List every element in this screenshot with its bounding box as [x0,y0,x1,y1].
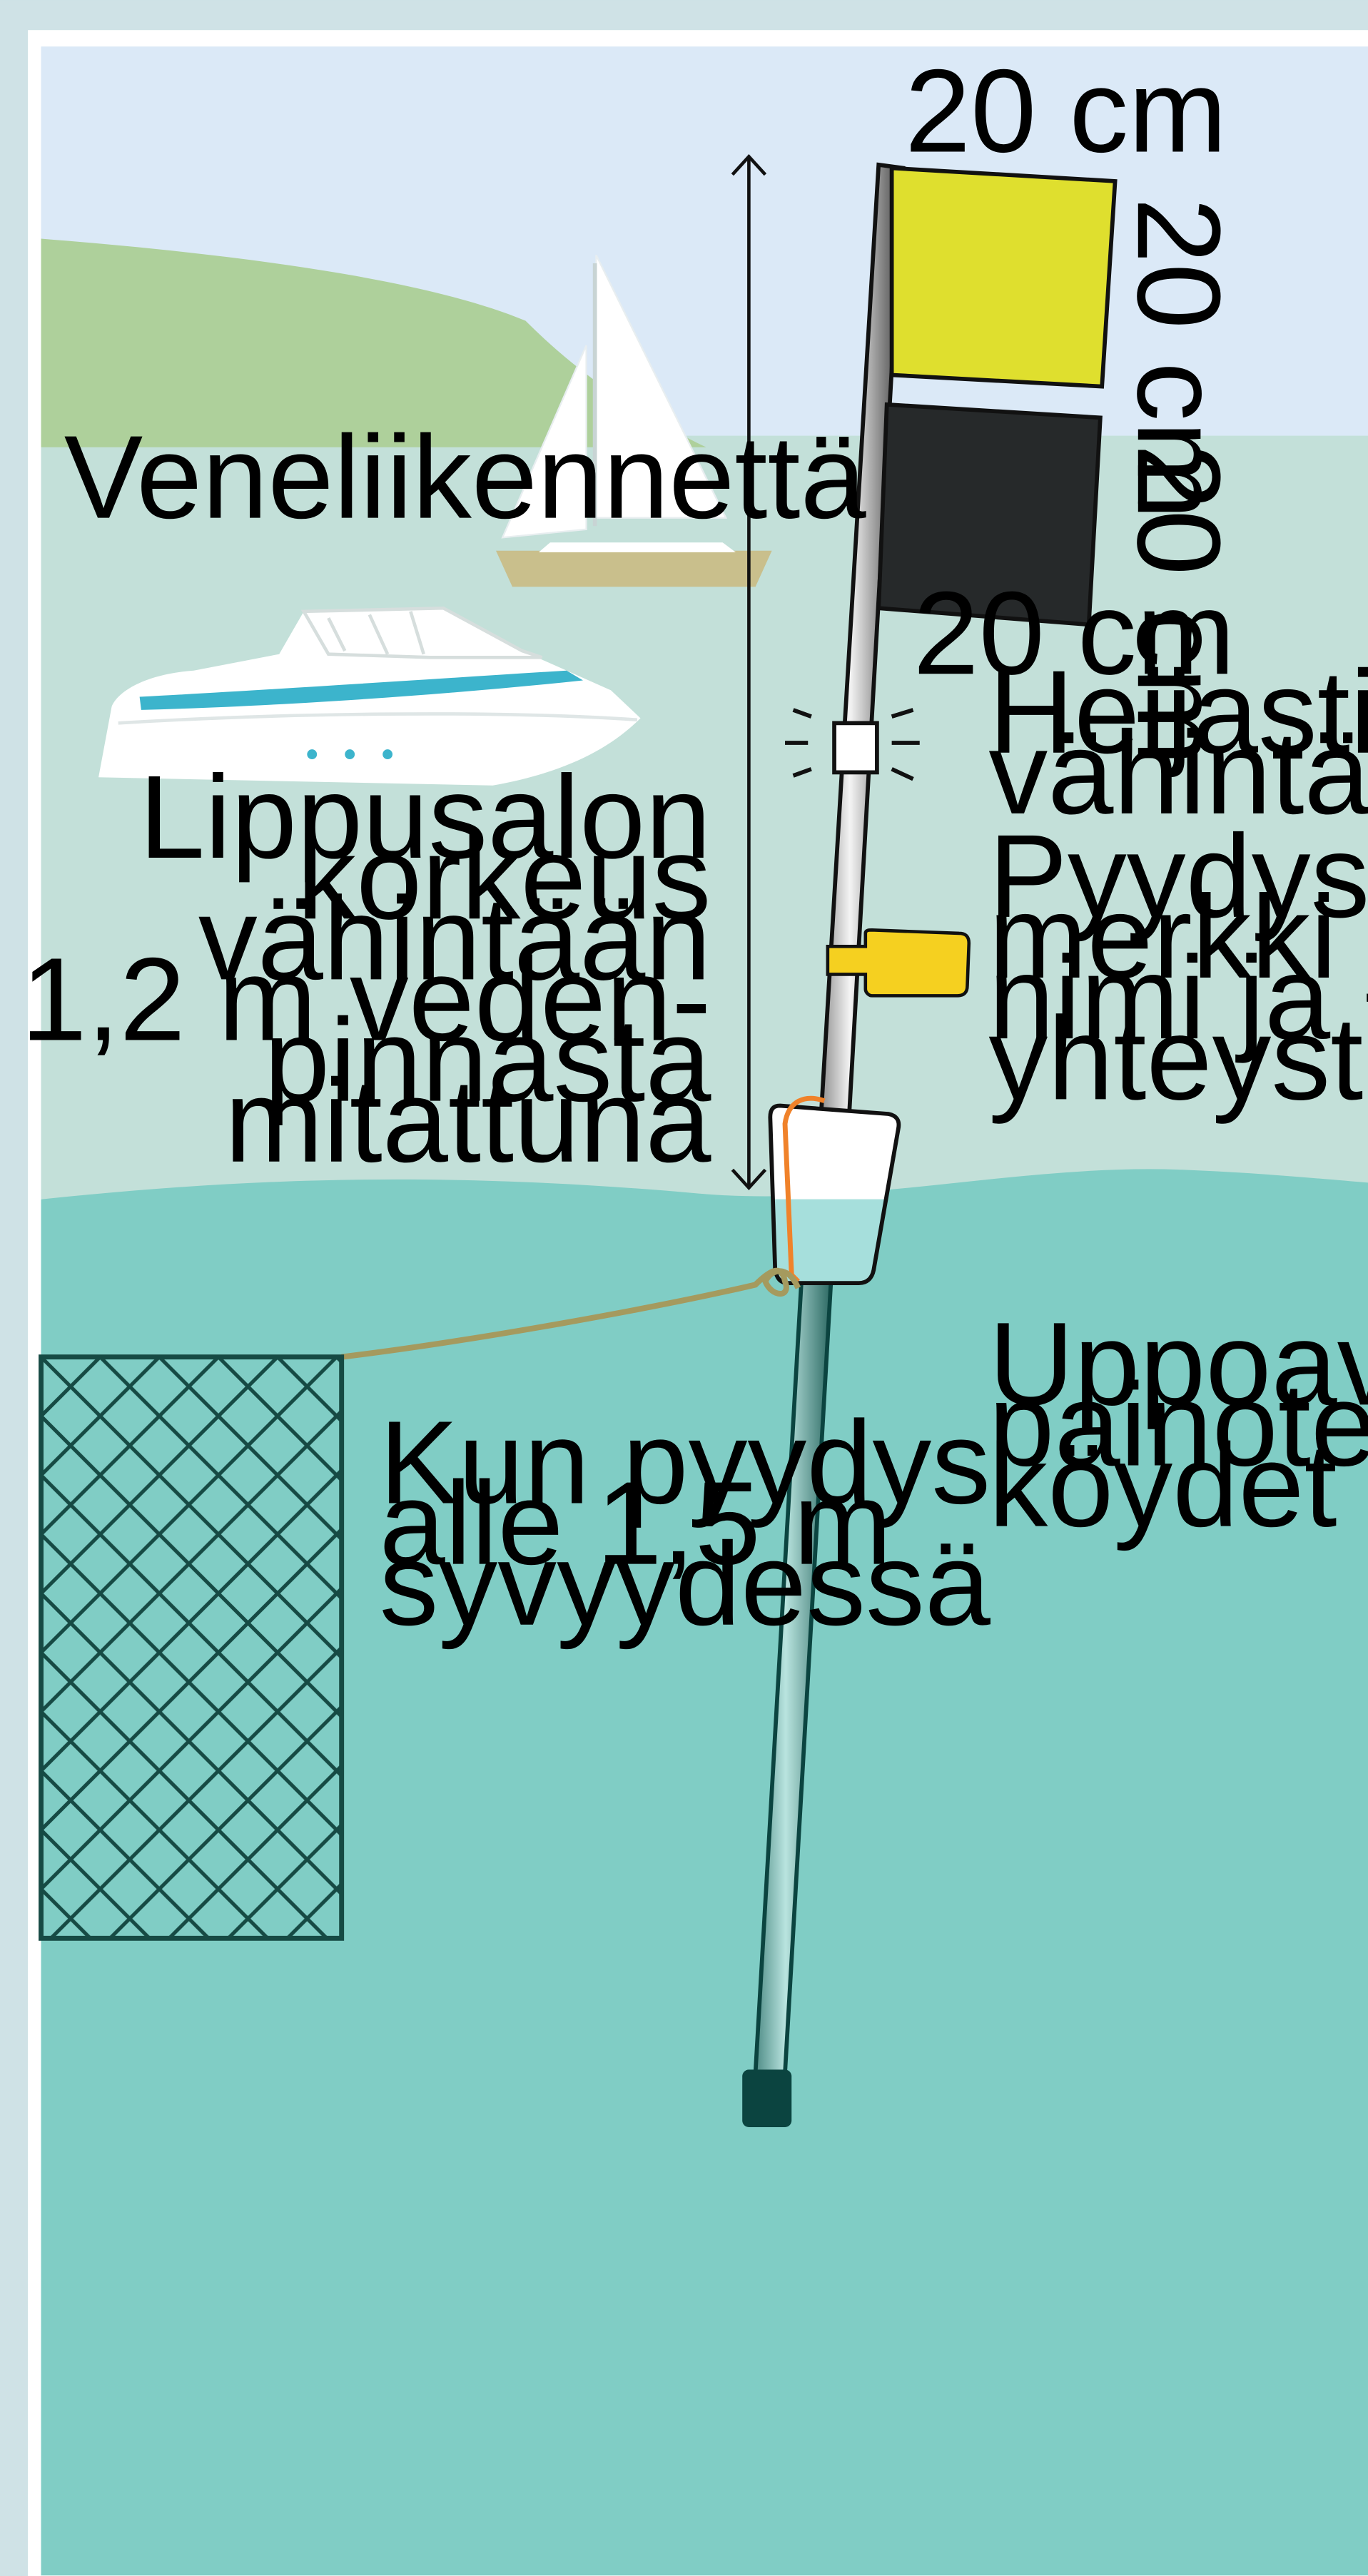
fishing-net-icon [41,1357,342,1939]
label-boat-traffic: Veneliikennettä [64,412,867,544]
pole-weight [742,2069,791,2127]
label-flag-top-width: 20 cm [905,45,1227,177]
label-depth-line-3: syvyydessä [380,1518,991,1650]
label-gear-tag-line-4: yhteystiedot [988,993,1368,1125]
label-ropes-line-3: köydet [988,1420,1337,1552]
label-pole-height-line-6: mitattuna [225,1055,711,1187]
yellow-flag [892,168,1115,386]
